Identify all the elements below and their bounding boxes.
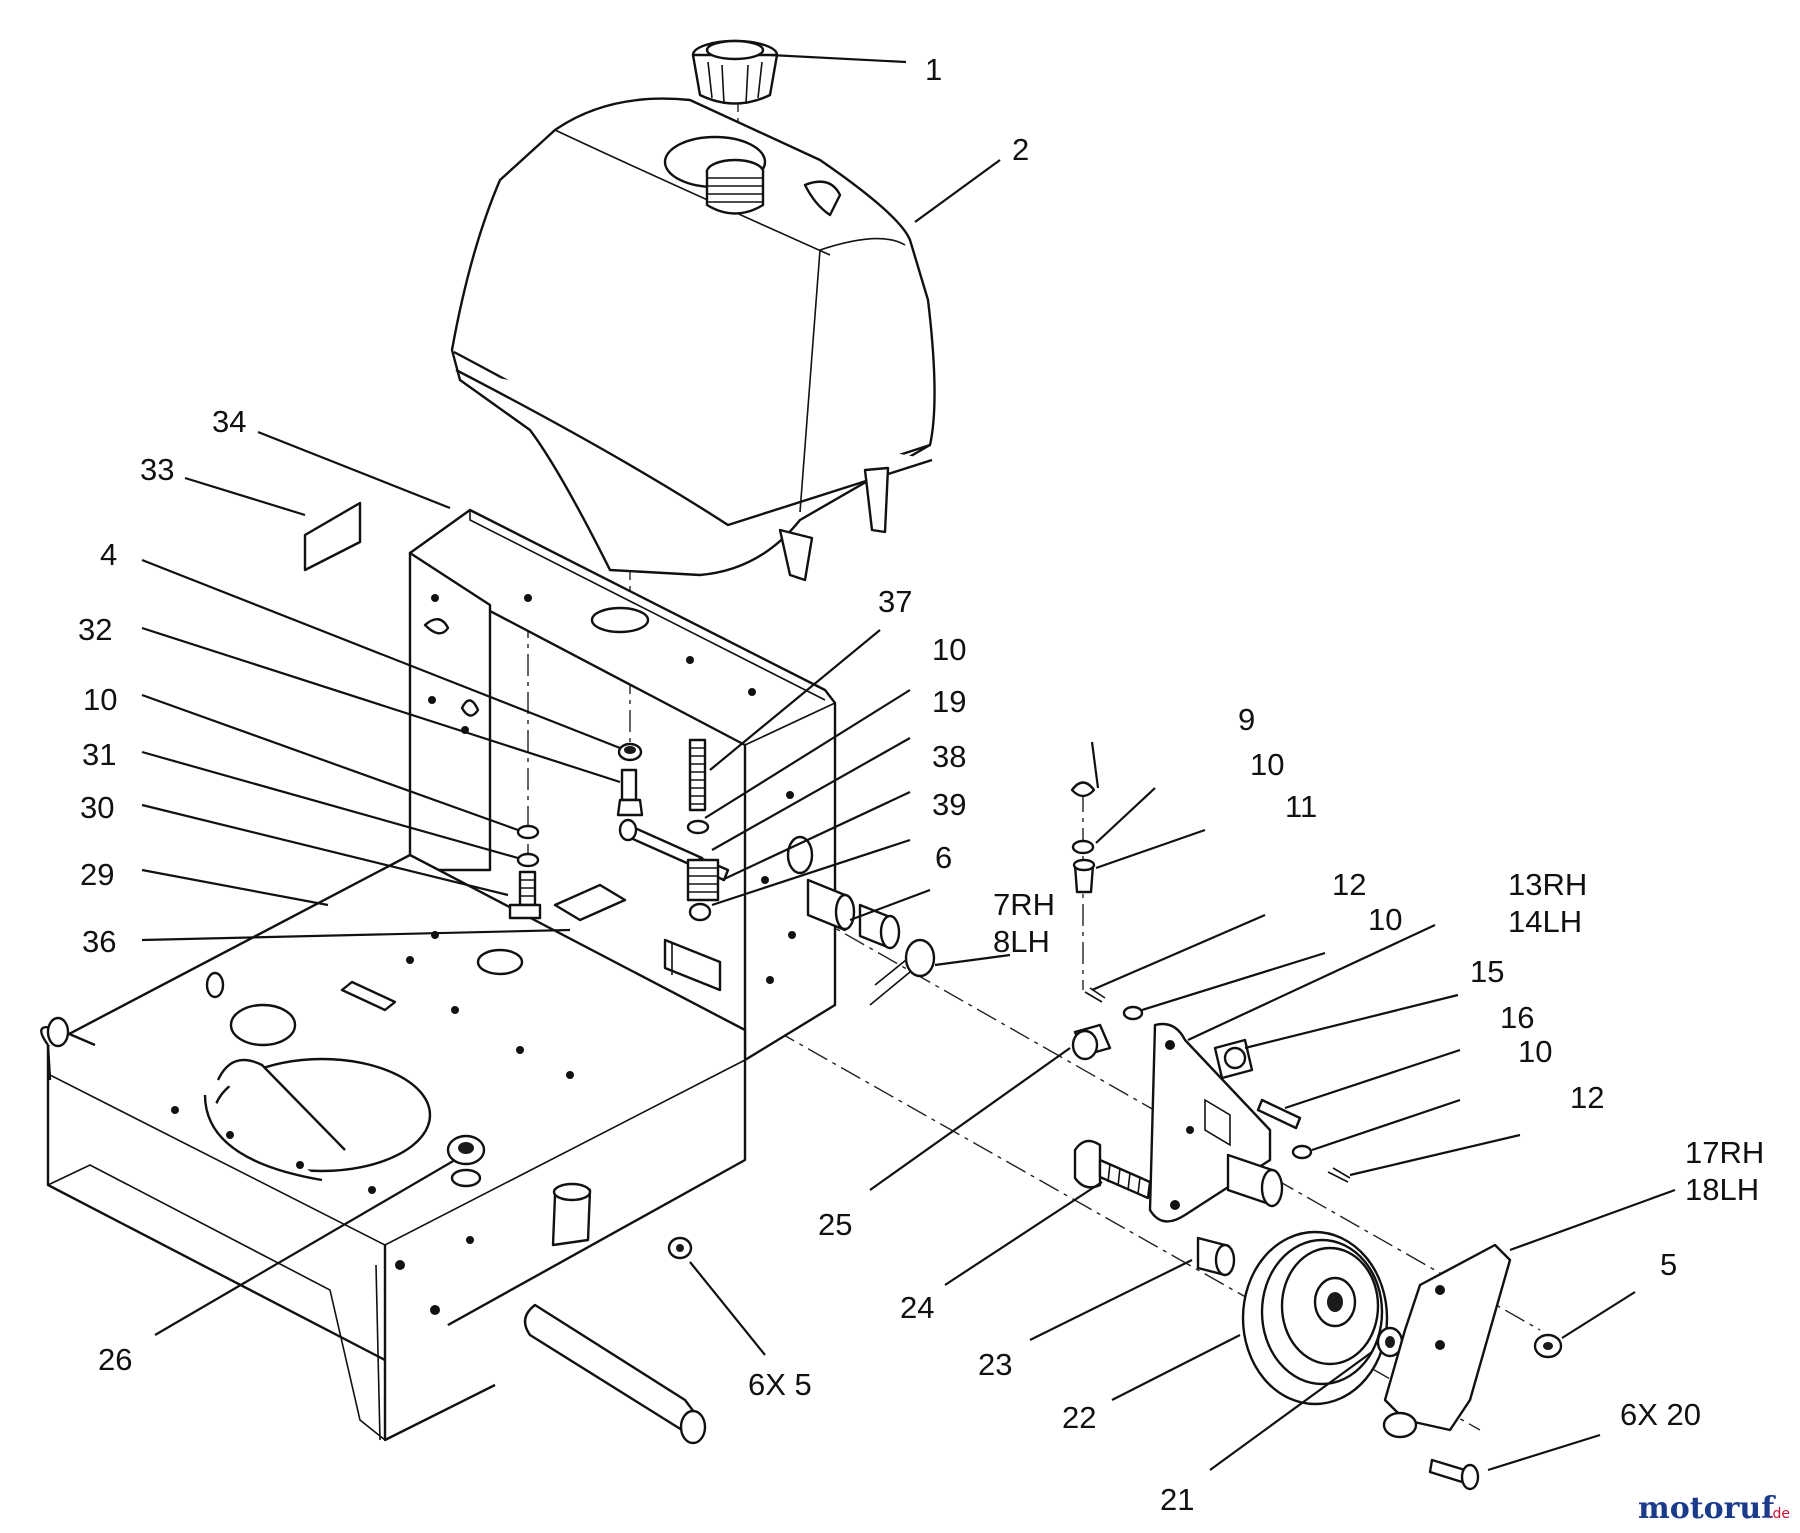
- callout-22: 22: [1062, 1400, 1096, 1435]
- callout-16: 16: [1500, 1000, 1534, 1035]
- hardware-right-cluster: [446, 781, 1563, 1491]
- callout-10-right-c: 10: [1518, 1034, 1552, 1069]
- watermark-suffix: .de: [1768, 1506, 1790, 1522]
- callout-10-mid: 10: [932, 632, 966, 667]
- callout-12-a: 12: [1332, 867, 1366, 902]
- callout-17rh: 17RH: [1685, 1135, 1764, 1170]
- callout-11: 11: [1285, 789, 1317, 824]
- callout-18lh: 18LH: [1685, 1172, 1759, 1207]
- watermark-text: motoruf: [1638, 1491, 1776, 1526]
- callout-21: 21: [1160, 1482, 1194, 1517]
- callout-31: 31: [82, 737, 116, 772]
- callout-33: 33: [140, 452, 174, 487]
- callout-36: 36: [82, 924, 116, 959]
- callout-39: 39: [932, 787, 966, 822]
- callout-23: 23: [978, 1347, 1012, 1382]
- callout-2: 2: [1012, 132, 1029, 167]
- callout-12-b: 12: [1570, 1080, 1604, 1115]
- callout-8lh: 8LH: [993, 924, 1050, 959]
- callout-34: 34: [212, 404, 246, 439]
- callout-10-right-b: 10: [1368, 902, 1402, 937]
- callout-4: 4: [100, 537, 117, 572]
- watermark-logo: motoruf .de: [1638, 1491, 1790, 1526]
- callout-15: 15: [1470, 954, 1504, 989]
- fuel-tank: [450, 97, 936, 582]
- callout-10-left: 10: [83, 682, 117, 717]
- callout-numbers: 1 2 34 33 4 32 10 31 30 29 36 37 10 19 3…: [78, 52, 1764, 1517]
- callout-38: 38: [932, 739, 966, 774]
- callout-19: 19: [932, 684, 966, 719]
- fuel-cap: [691, 39, 779, 105]
- leader-lines: [141, 53, 1676, 1472]
- callout-25: 25: [818, 1207, 852, 1242]
- mounting-frame: [408, 508, 837, 1162]
- callout-29: 29: [80, 857, 114, 892]
- callout-14lh: 14LH: [1508, 904, 1582, 939]
- callout-7rh: 7RH: [993, 887, 1055, 922]
- callout-5: 5: [1660, 1247, 1677, 1282]
- callout-6x5: 6X 5: [748, 1367, 812, 1402]
- callout-6: 6: [935, 840, 952, 875]
- decal-33: [303, 501, 362, 572]
- callout-37: 37: [878, 584, 912, 619]
- callout-13rh: 13RH: [1508, 867, 1587, 902]
- callout-30: 30: [80, 790, 114, 825]
- callout-24: 24: [900, 1290, 934, 1325]
- callout-10-right-a: 10: [1250, 747, 1284, 782]
- callout-32: 32: [78, 612, 112, 647]
- callout-1: 1: [925, 52, 942, 87]
- callout-26: 26: [98, 1342, 132, 1377]
- callout-9: 9: [1238, 702, 1255, 737]
- callout-6x20: 6X 20: [1620, 1397, 1701, 1432]
- hardware-left-cluster: [508, 738, 936, 1006]
- engine-deck: [40, 853, 747, 1445]
